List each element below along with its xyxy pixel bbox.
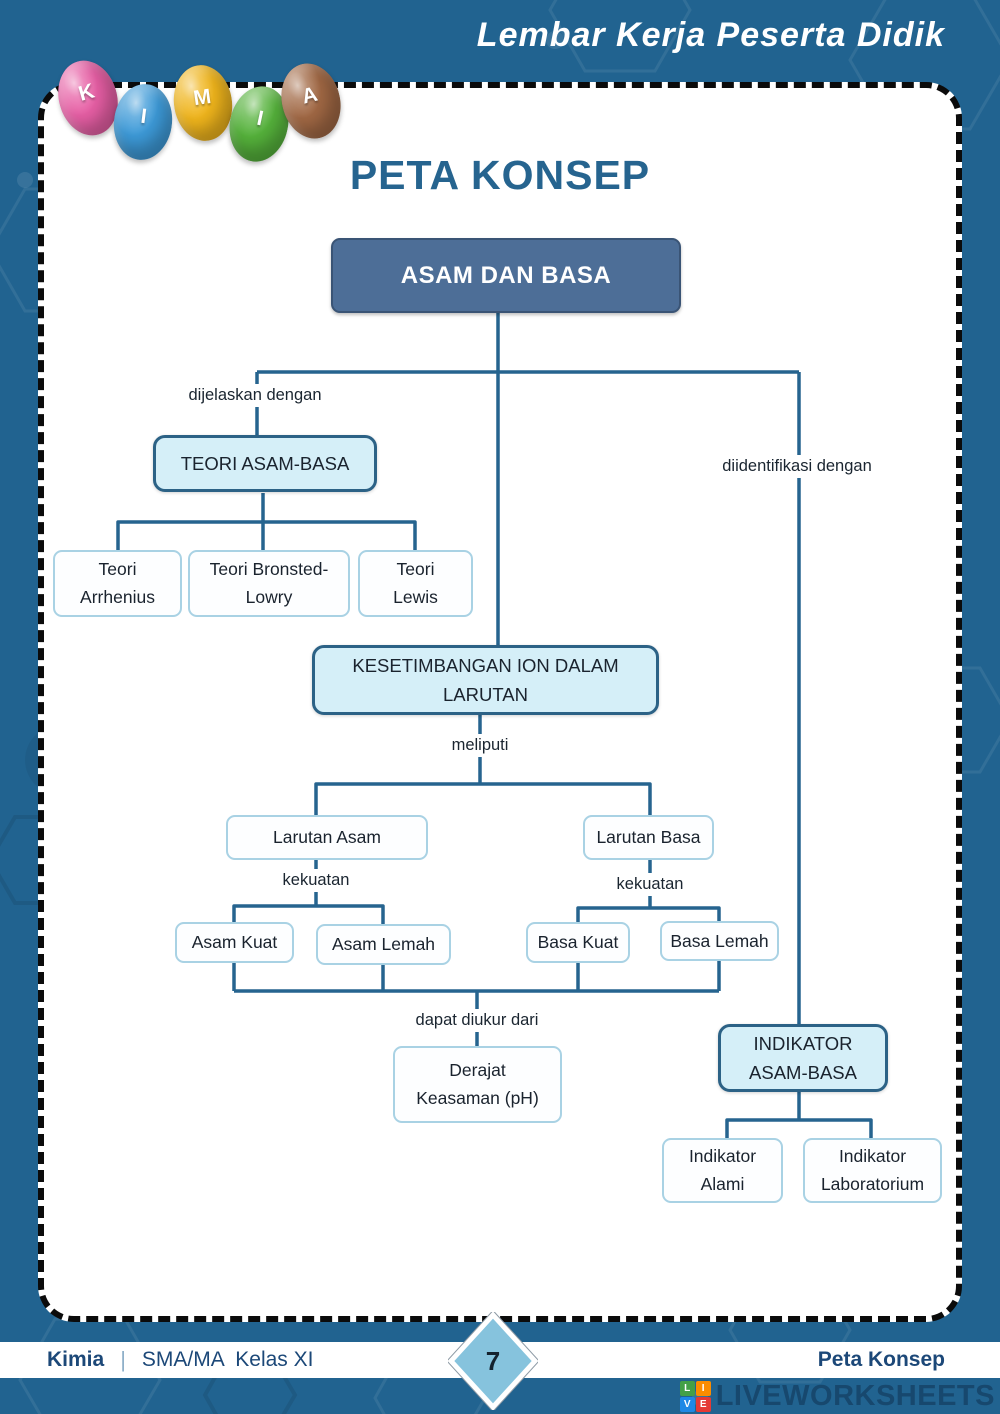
kimia-ball-letter: A [299,82,320,109]
node-basa-lemah: Basa Lemah [660,921,779,961]
node-teori-asam-basa: TEORI ASAM-BASA [153,435,377,492]
liveworksheets-tile-grid: L I V E [679,1380,711,1412]
brand-tile-v: V [679,1396,695,1412]
node-line: Alami [700,1174,745,1194]
node-line: KESETIMBANGAN ION DALAM [352,654,619,676]
edge-label-kekuatan-asam: kekuatan [274,869,358,892]
node-line: Teori Bronsted- [209,559,329,579]
node-line: ASAM-BASA [749,1061,857,1083]
edge-label-dijelaskan-dengan: dijelaskan dengan [180,384,330,407]
node-teori-bronsted-lowry: Teori Bronsted- Lowry [188,550,350,617]
node-teori-arrhenius: Teori Arrhenius [53,550,182,617]
footer-grade: SMA/MA Kelas XI [141,1348,314,1371]
footer-subject: Kimia [47,1348,105,1371]
kimia-ball-m: M [168,61,238,145]
worksheet-series-title: Lembar Kerja Peserta Didik [476,16,945,54]
node-indikator-asam-basa: INDIKATOR ASAM-BASA [718,1024,888,1092]
node-asam-dan-basa: ASAM DAN BASA [331,238,681,313]
node-line: Teori [396,559,435,579]
page-number: 7 [485,1345,501,1376]
footer-divider: | [120,1347,126,1372]
node-line: Indikator [688,1146,757,1166]
node-basa-kuat: Basa Kuat [526,922,630,963]
node-indikator-alami: Indikator Alami [662,1138,783,1203]
edge-label-dapat-diukur-dari: dapat diukur dari [407,1009,547,1032]
node-line: Laboratorium [820,1174,925,1194]
node-line: Arrhenius [80,587,155,607]
page-number-diamond: 7 [446,1309,540,1413]
node-line: Lowry [245,587,293,607]
footer-left-group: Kimia | SMA/MA Kelas XI [0,1347,313,1373]
node-asam-kuat: Asam Kuat [175,922,294,963]
brand-tile-i: I [695,1380,711,1396]
node-larutan-basa: Larutan Basa [583,815,714,860]
brand-tile-e: E [695,1396,711,1412]
kimia-logo: K I M I A [0,0,360,180]
node-line: Lewis [393,587,438,607]
diamond-shape [446,1309,540,1413]
node-indikator-laboratorium: Indikator Laboratorium [803,1138,942,1203]
kimia-ball-letter: I [139,104,148,129]
liveworksheets-logo: L I V E LIVEWORKSHEETS [679,1379,995,1413]
node-line: Indikator [838,1146,907,1166]
node-derajat-keasaman: Derajat Keasaman (pH) [393,1046,562,1123]
node-asam-lemah: Asam Lemah [316,924,451,965]
kimia-ball-i1: I [109,80,177,164]
brand-tile-l: L [679,1380,695,1396]
edge-label-meliputi: meliputi [443,734,517,757]
node-line: LARUTAN [443,683,528,705]
node-line: Derajat [449,1060,506,1080]
node-teori-lewis: Teori Lewis [358,550,473,617]
kimia-ball-letter: I [254,106,266,131]
node-line: INDIKATOR [753,1032,853,1054]
node-line: Keasaman (pH) [416,1088,539,1108]
node-larutan-asam: Larutan Asam [226,815,428,860]
kimia-ball-letter: K [76,79,97,106]
footer-section-title: Peta Konsep [817,1348,945,1371]
edge-label-kekuatan-basa: kekuatan [608,873,692,896]
node-kesetimbangan-ion: KESETIMBANGAN ION DALAM LARUTAN [312,645,659,715]
liveworksheets-wordmark: LIVEWORKSHEETS [715,1379,995,1412]
node-line: Teori [98,559,137,579]
concept-map-title: PETA KONSEP [349,152,651,198]
kimia-ball-letter: M [191,84,213,111]
edge-label-diidentifikasi-dengan: diidentifikasi dengan [714,455,880,478]
